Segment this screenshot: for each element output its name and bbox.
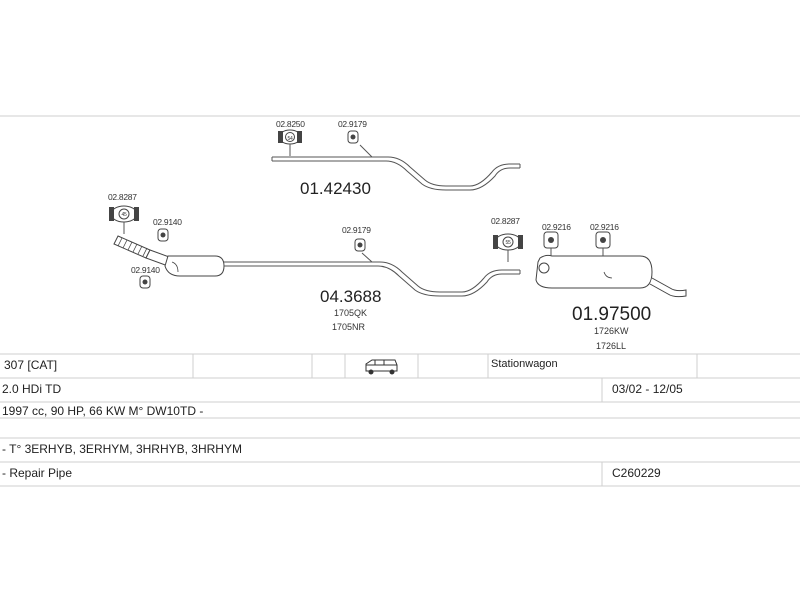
hanger-icon (354, 238, 366, 252)
rear-clamp-code: 02.8287 (491, 216, 520, 226)
hanger-icon (157, 228, 169, 242)
front-clamp-size: 45 (122, 212, 127, 218)
middle-hanger-code: 02.9179 (342, 225, 371, 235)
repair-note: - Repair Pipe (2, 466, 73, 480)
rear-oem-1: 1726KW (594, 326, 629, 336)
repair-hanger-code: 02.9179 (338, 119, 367, 129)
van-icon (365, 359, 398, 375)
engine-spec: 1997 cc, 90 HP, 66 KW M° DW10TD - (2, 404, 204, 418)
production-dates: 03/02 - 12/05 (612, 382, 683, 396)
rear-silencer-code: 01.97500 (572, 304, 651, 325)
rear-oem-2: 1726LL (596, 341, 626, 351)
front-hanger-mid-code: 02.9140 (153, 217, 182, 227)
clamp-icon (278, 129, 302, 145)
application-table-rules (0, 353, 800, 487)
clamp-icon (493, 233, 523, 251)
front-hanger-low-code: 02.9140 (131, 265, 160, 275)
middle-silencer-pipe (224, 261, 521, 297)
front-clamp-code: 02.8287 (108, 192, 137, 202)
front-pipe (113, 235, 225, 277)
middle-oem-2: 1705NR (332, 322, 366, 332)
rear-clamp-size: 55 (506, 240, 511, 246)
vehicle-model: 307 [CAT] (4, 358, 58, 372)
engine-name: 2.0 HDi TD (2, 382, 62, 396)
kit-code: C260229 (612, 466, 661, 480)
repair-clamp-code: 02.8250 (276, 119, 305, 129)
rear-hanger-1-code: 02.9216 (542, 222, 571, 232)
rear-silencer (535, 254, 687, 298)
body-type: Stationwagon (491, 358, 558, 370)
type-codes: - T° 3ERHYB, 3ERHYM, 3HRHYB, 3HRHYM (2, 442, 242, 456)
hanger-icon (347, 130, 359, 144)
middle-oem-1: 1705QK (334, 308, 367, 318)
clamp-icon (109, 205, 139, 223)
rear-hanger-2-code: 02.9216 (590, 222, 619, 232)
hanger-icon (543, 231, 559, 249)
repair-clamp-size: 54 (288, 136, 293, 142)
hanger-icon (139, 275, 151, 289)
middle-silencer-code: 04.3688 (320, 287, 381, 306)
hanger-icon (595, 231, 611, 249)
repair-pipe-code: 01.42430 (300, 179, 371, 198)
repair-pipe (271, 156, 521, 191)
